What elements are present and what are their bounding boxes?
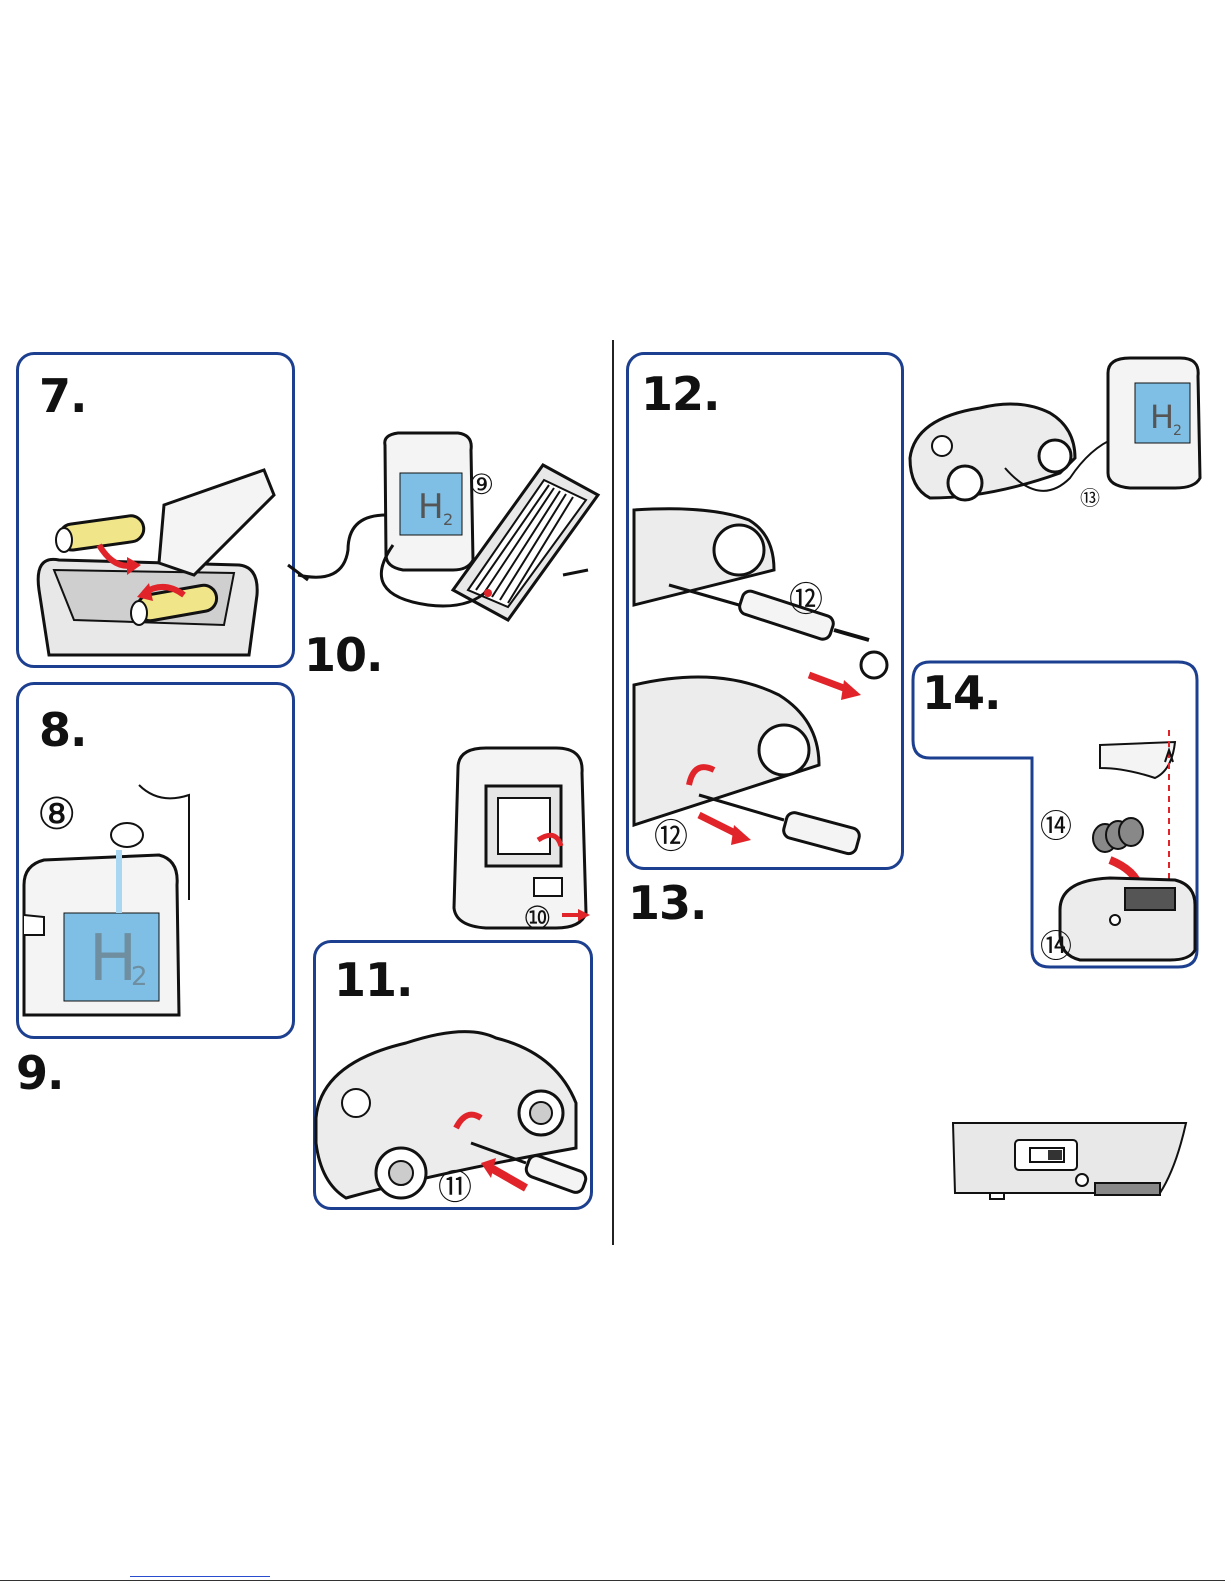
- arrow-icon: [562, 907, 592, 923]
- step-8-panel: 8. ⑧ H 2: [16, 682, 295, 1039]
- step-9-number: 9.: [16, 1050, 63, 1096]
- svg-text:2: 2: [1173, 423, 1182, 439]
- switch-icon: [534, 878, 562, 896]
- svg-text:2: 2: [131, 962, 148, 992]
- step-14-number: 14.: [922, 670, 1001, 716]
- svg-text:2: 2: [443, 510, 453, 529]
- callout-14-lower: ⑭: [1040, 930, 1072, 962]
- solar-charging-illustration: H 2: [268, 335, 598, 635]
- tank-switch-illustration: [446, 748, 596, 933]
- footer-link-underline[interactable]: [130, 1576, 270, 1577]
- syringe-icon: [669, 585, 887, 678]
- arrow-icon: [491, 1168, 526, 1188]
- svg-text:H: H: [418, 487, 444, 527]
- syringe-fill-illustration: [629, 355, 907, 873]
- step-10-number: 10.: [304, 632, 383, 678]
- car-tank-connection-illustration: H 2: [910, 358, 1210, 518]
- callout-12-lower: ⑫: [654, 820, 688, 854]
- callout-11: ⑪: [438, 1171, 472, 1205]
- step-12-panel: 12. ⑫ ⑫: [626, 352, 904, 870]
- water-filling-illustration: H 2: [19, 685, 298, 1042]
- battery-compartment-illustration: [19, 355, 298, 671]
- page-divider: [612, 340, 614, 1245]
- step-11-panel: 11. ⑪: [313, 940, 593, 1210]
- callout-13: ⑬: [1080, 488, 1100, 508]
- footer-rule: [0, 1580, 1225, 1581]
- callout-9: ⑨: [469, 471, 494, 499]
- step-7-panel: 7.: [16, 352, 295, 668]
- callout-10: ⑩: [523, 902, 552, 934]
- callout-12-upper: ⑫: [789, 583, 823, 617]
- tank-icon: H 2: [1108, 358, 1200, 488]
- tank-icon: H 2: [385, 433, 473, 570]
- svg-text:H: H: [1150, 398, 1174, 436]
- callout-14-upper: ⑭: [1040, 810, 1072, 842]
- switch-detail-illustration: [950, 1118, 1190, 1203]
- svg-text:H: H: [89, 922, 137, 996]
- step-13-number: 13.: [628, 880, 707, 926]
